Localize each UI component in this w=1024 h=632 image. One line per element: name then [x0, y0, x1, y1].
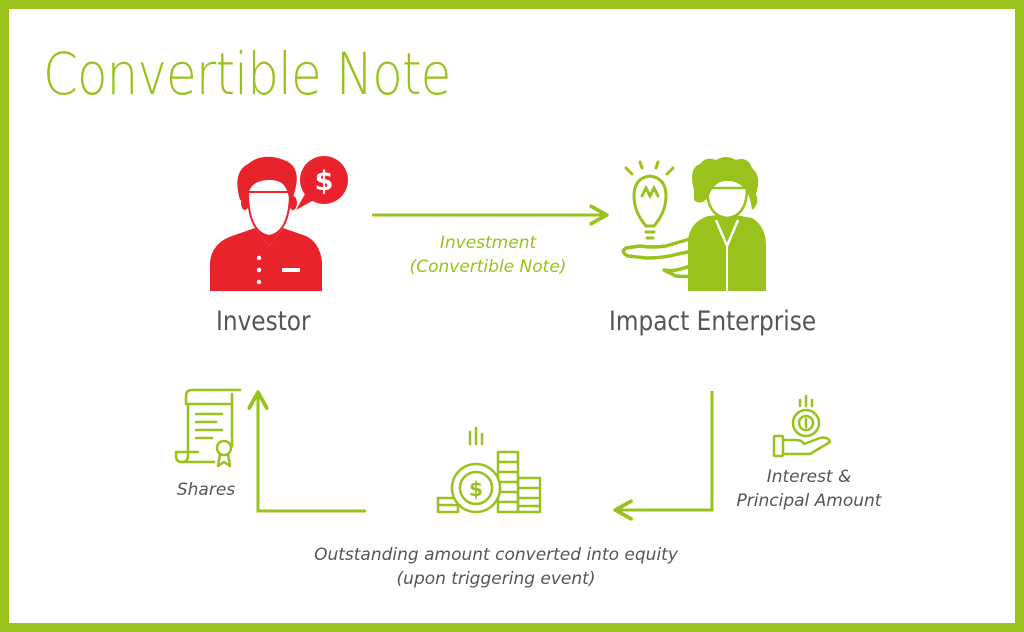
- share-certificate-icon: [174, 388, 242, 468]
- svg-text:$: $: [315, 166, 334, 197]
- investment-label-line1: Investment: [439, 233, 537, 253]
- enterprise-person-icon: [621, 157, 766, 291]
- investor-label: Investor: [216, 306, 311, 337]
- interest-label-line1: Interest &: [766, 467, 852, 487]
- enterprise-label: Impact Enterprise: [609, 306, 817, 337]
- investor-icon: [210, 156, 322, 291]
- page-title: Convertible Note: [43, 40, 451, 108]
- lightbulb-icon: [624, 160, 675, 240]
- conversion-edge-label: Outstanding amount converted into equity…: [296, 543, 696, 591]
- hand-coin-icon: [772, 394, 832, 458]
- return-arrow: [617, 391, 714, 510]
- investment-label-line2: (Convertible Note): [409, 257, 567, 277]
- coin-stacks-icon: $: [436, 426, 542, 514]
- dollar-speech-bubble-icon: $: [296, 156, 348, 210]
- investment-edge-label: Investment (Convertible Note): [398, 231, 578, 279]
- interest-label-line2: Principal Amount: [736, 491, 882, 511]
- conversion-label-line1: Outstanding amount converted into equity: [314, 545, 678, 565]
- svg-text:$: $: [469, 477, 483, 501]
- conversion-arrow: [258, 394, 366, 513]
- shares-label: Shares: [176, 480, 236, 500]
- conversion-label-line2: (upon triggering event): [396, 569, 596, 589]
- interest-edge-label: Interest & Principal Amount: [724, 465, 894, 513]
